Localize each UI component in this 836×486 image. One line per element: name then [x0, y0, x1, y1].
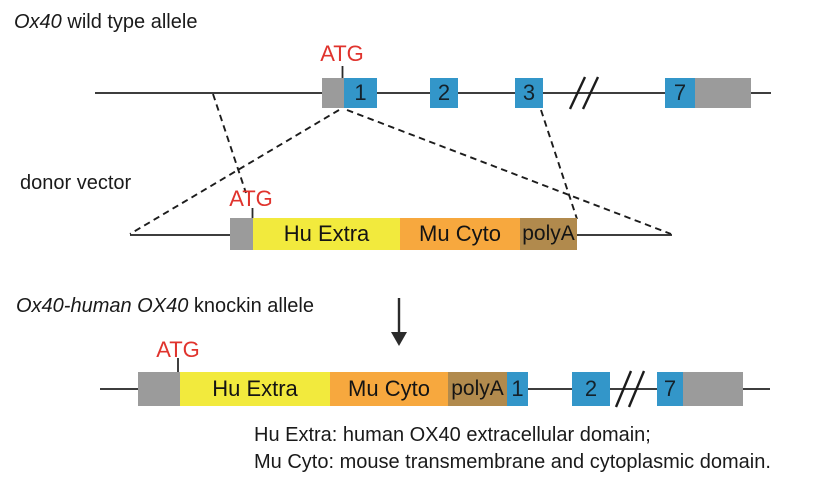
figure-caption: Hu Extra: human OX40 extracellular domai…	[254, 422, 771, 476]
donor-vector-label: donor vector	[20, 172, 132, 194]
knockin-utr-box	[138, 372, 180, 406]
wildtype-exon1-number: 1	[354, 80, 367, 105]
knockin-3utr-box	[683, 372, 743, 406]
knockin-exon1-number: 1	[511, 376, 524, 401]
knockin-mu-cyto-label: Mu Cyto	[348, 376, 430, 401]
donor-hu-extra-label: Hu Extra	[283, 221, 370, 246]
knockin-break-slash-1	[614, 370, 633, 408]
wildtype-exon2-number: 2	[437, 80, 451, 105]
recombination-dash-line-2	[129, 109, 340, 235]
wildtype-exon7-number: 7	[673, 80, 687, 105]
wildtype-3utr-box	[695, 78, 751, 108]
wildtype-atg-label: ATG	[320, 41, 364, 66]
wildtype-exon1-box: 1	[344, 78, 377, 108]
knockin-mu-cyto-box: Mu Cyto	[330, 372, 448, 406]
caption-line-hu-extra: Hu Extra: human OX40 extracellular domai…	[254, 424, 651, 446]
donor-atg-label: ATG	[229, 186, 273, 211]
knockin-exon1-box: 1	[507, 372, 528, 406]
donor-mu-cyto-box: Mu Cyto	[400, 218, 520, 250]
down-arrow-head	[391, 332, 407, 346]
knockin-hu-extra-label: Hu Extra	[212, 376, 298, 401]
donor-utr-box	[230, 218, 253, 250]
knockin-atg-label: ATG	[156, 337, 200, 362]
wildtype-exon7-box: 7	[665, 78, 695, 108]
knockin-polya-box: polyA	[448, 372, 507, 406]
knockin-exon7-box: 7	[657, 372, 683, 406]
donor-polya-label: polyA	[522, 222, 575, 245]
knockin-hu-extra-box: Hu Extra	[180, 372, 330, 406]
donor-hu-extra-box: Hu Extra	[253, 218, 400, 250]
knockin-exon7-number: 7	[663, 376, 677, 401]
recombination-dash-line-1	[212, 93, 247, 194]
recombination-dash-line-3	[346, 109, 672, 235]
knockin-allele-title: Ox40-human OX40 knockin allele	[16, 295, 314, 317]
wildtype-title-rest: wild type allele	[61, 11, 198, 33]
wildtype-allele-title: Ox40 wild type allele	[14, 11, 197, 33]
wildtype-exon2-box: 2	[430, 78, 458, 108]
donor-mu-cyto-label: Mu Cyto	[419, 221, 501, 246]
knockin-exon2-number: 2	[584, 376, 598, 401]
recombination-dash-line-4	[540, 109, 578, 220]
wildtype-exon3-number: 3	[522, 80, 536, 105]
wildtype-break-slash-1	[568, 76, 587, 110]
knockin-polya-label: polyA	[451, 377, 504, 400]
knockin-title-rest: knockin allele	[188, 295, 314, 317]
wildtype-utr-box	[322, 78, 344, 108]
knockin-exon2-box: 2	[572, 372, 610, 406]
wildtype-gene-symbol: Ox40	[14, 11, 62, 33]
caption-line-mu-cyto: Mu Cyto: mouse transmembrane and cytopla…	[254, 451, 771, 473]
donor-polya-box: polyA	[520, 218, 577, 250]
wildtype-exon3-box: 3	[515, 78, 543, 108]
wildtype-break-slash-2	[581, 76, 600, 110]
knockin-break-slash-2	[627, 370, 646, 408]
knockin-gene-symbol: Ox40-human OX40	[16, 295, 189, 317]
